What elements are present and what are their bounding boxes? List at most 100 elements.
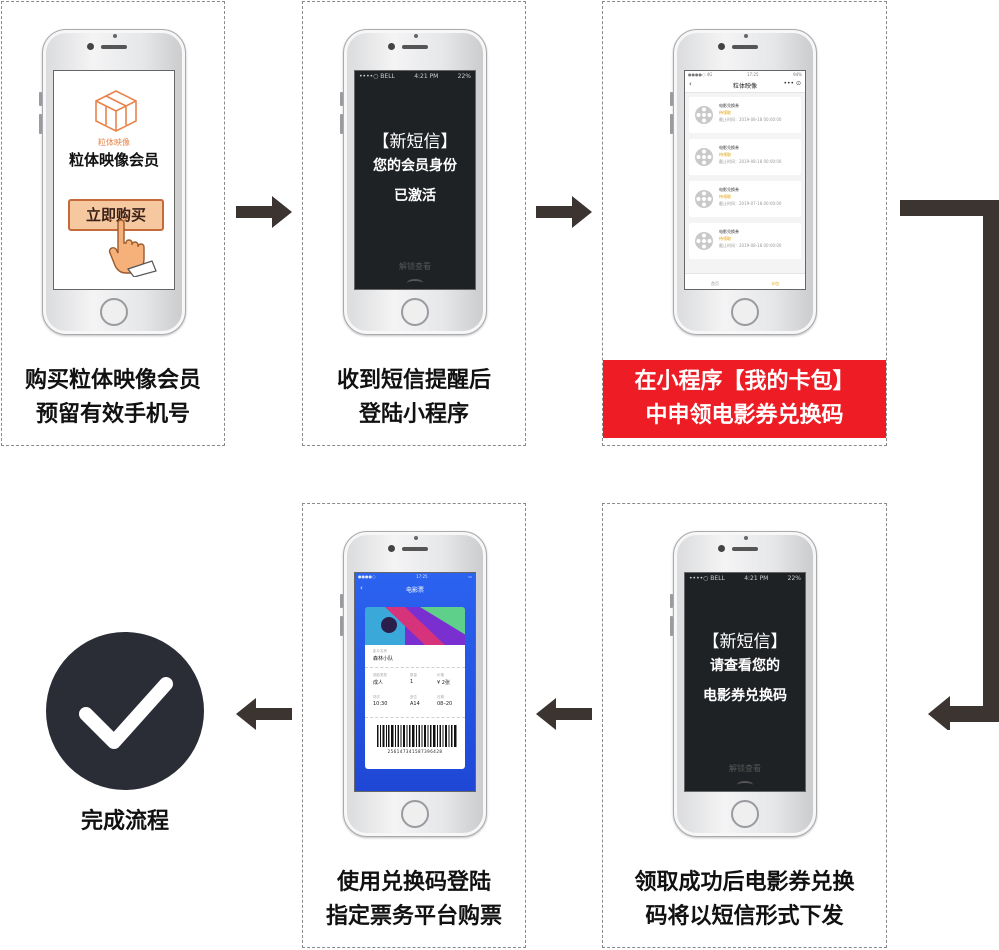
date-value: 08–20 <box>437 701 453 707</box>
brand-name-small: 粒体映像 <box>98 138 130 147</box>
ticket-status: 待领取 <box>719 110 731 115</box>
count-value: 1 <box>410 679 414 685</box>
ticket-status: 待领取 <box>719 152 731 157</box>
arrow-right-icon <box>536 196 592 228</box>
arrow-left-icon <box>536 698 592 730</box>
carrier-label: ••••○ BELL <box>359 73 395 80</box>
list-item[interactable]: 电影兑换券 待领取 截止时间：2019-08-18 00:00:00 <box>689 223 801 259</box>
barcode-image <box>377 725 457 747</box>
phone-mockup: ••••○ BELL 4:21 PM 22% 【新短信】 请查看您的 电影券兑换… <box>670 531 817 837</box>
count-label: 数量 <box>410 673 417 677</box>
caption-line: 收到短信提醒后 <box>336 368 491 393</box>
connector-arrow-icon <box>900 200 999 730</box>
film-reel-icon <box>695 106 713 124</box>
ticket-expiry: 截止时间：2019-08-18 00:00:00 <box>719 243 782 248</box>
price-value: ¥ 2张 <box>437 680 450 686</box>
tab-wallet[interactable]: 卡包 <box>771 281 779 286</box>
phone-screen: ●●●●○17:25▭ ‹ 电影票 影片名称 森林小队 观影类型 成人 数量 1 <box>354 572 476 792</box>
film-reel-icon <box>695 232 713 250</box>
time-label: 17:25 <box>746 72 759 77</box>
tab-home[interactable]: 首页 <box>711 281 719 286</box>
ticket-list: 电影兑换券 待领取 截止时间：2019-08-18 00:00:00 电影兑换券… <box>685 93 805 273</box>
list-item[interactable]: 电影兑换券 待领取 截止时间：2019-07-18 00:00:00 <box>689 181 801 217</box>
buy-now-button[interactable]: 立即购买 <box>68 199 164 231</box>
ticket-name: 电影兑换券 <box>719 103 739 108</box>
sms-title: 【新短信】 <box>372 132 458 152</box>
ticket-name: 电影兑换券 <box>719 187 739 192</box>
barcode-number: 256147341587396428 <box>387 749 443 754</box>
unlock-hint: 解锁查看 <box>399 262 431 271</box>
carrier-label: ••••○ BELL <box>689 575 725 582</box>
caption-line: 在小程序【我的卡包】 <box>634 369 855 394</box>
unlock-hint: 解锁查看 <box>729 764 761 773</box>
more-menu-icon[interactable]: ••• ⊙ <box>783 80 801 87</box>
battery-label: 22% <box>787 575 801 582</box>
ticket-name: 电影兑换券 <box>719 229 739 234</box>
caption-line: 中申领电影券兑换码 <box>645 403 844 428</box>
step-5-card: ●●●●○17:25▭ ‹ 电影票 影片名称 森林小队 观影类型 成人 数量 1 <box>302 503 526 948</box>
arrow-left-icon <box>236 698 292 730</box>
brand-logo-icon <box>95 90 137 132</box>
step-4-caption: 领取成功后电影券兑换 码将以短信形式下发 <box>603 866 886 934</box>
list-item[interactable]: 电影兑换券 待领取 截止时间：2019-08-18 00:00:00 <box>689 97 801 133</box>
app-header: ●●●●○17:25▭ ‹ 电影票 <box>355 573 475 599</box>
ticket-status: 待领取 <box>719 194 731 199</box>
step-1-card: 粒体映像 粒体映像会员 立即购买 购买粒体映像会员 预留有效手机号 <box>1 1 225 446</box>
step-1-caption: 购买粒体映像会员 预留有效手机号 <box>2 364 224 432</box>
app-title: 电影票 <box>405 587 424 594</box>
ticket-name: 电影兑换券 <box>719 145 739 150</box>
phone-mockup: ••••○ BELL 4:21 PM 22% 【新短信】 您的会员身份 已激活 … <box>340 29 487 335</box>
ticket-expiry: 截止时间：2019-07-18 00:00:00 <box>719 201 782 206</box>
film-reel-icon <box>695 190 713 208</box>
step-4-card: ••••○ BELL 4:21 PM 22% 【新短信】 请查看您的 电影券兑换… <box>602 503 887 948</box>
movie-poster-image <box>365 607 465 645</box>
ticket-status: 待领取 <box>719 236 731 241</box>
type-label: 观影类型 <box>373 673 387 677</box>
seat-value: A14 <box>410 701 420 707</box>
step-3-card: ●●●●○ 4G 17:25 94% ‹ 粒体映像 ••• ⊙ 电影兑换券 待领… <box>602 1 887 446</box>
step-3-caption: 在小程序【我的卡包】 中申领电影券兑换码 <box>603 360 886 438</box>
caption-line: 登陆小程序 <box>358 402 469 427</box>
price-label: 价格 <box>437 673 444 677</box>
back-icon[interactable]: ‹ <box>360 584 363 592</box>
movie-name: 森林小队 <box>373 656 394 662</box>
pointing-hand-icon <box>107 217 157 277</box>
sms-message-line: 已激活 <box>394 188 436 204</box>
unlock-arc-icon <box>737 781 753 789</box>
status-bar: ••••○ BELL 4:21 PM 22% <box>689 575 801 585</box>
movie-label: 影片名称 <box>373 649 387 653</box>
app-title: 粒体映像 <box>732 83 757 90</box>
seat-label: 座位 <box>410 695 417 699</box>
ticket-expiry: 截止时间：2019-08-18 00:00:00 <box>719 117 782 122</box>
caption-line: 使用兑换码登陆 <box>336 870 491 895</box>
ticket-expiry: 截止时间：2019-08-18 00:00:00 <box>719 159 782 164</box>
date-label: 日期 <box>437 695 444 699</box>
caption-line: 领取成功后电影券兑换 <box>634 870 855 895</box>
phone-mockup: ●●●●○17:25▭ ‹ 电影票 影片名称 森林小队 观影类型 成人 数量 1 <box>340 531 487 837</box>
tab-bar: 首页 卡包 <box>685 273 805 289</box>
back-icon[interactable]: ‹ <box>689 80 692 88</box>
battery-label: 94% <box>793 72 802 77</box>
check-circle-icon <box>46 632 204 790</box>
status-bar: ●●●●○ 4G 17:25 94% <box>688 72 802 77</box>
movie-ticket: 影片名称 森林小队 观影类型 成人 数量 1 价格 ¥ 2张 场次 10:30 … <box>365 607 465 769</box>
caption-line: 预留有效手机号 <box>35 402 190 427</box>
app-header: ●●●●○ 4G 17:25 94% ‹ 粒体映像 ••• ⊙ <box>685 71 805 93</box>
film-reel-icon <box>695 148 713 166</box>
phone-mockup: 粒体映像 粒体映像会员 立即购买 <box>39 29 186 335</box>
phone-mockup: ●●●●○ 4G 17:25 94% ‹ 粒体映像 ••• ⊙ 电影兑换券 待领… <box>670 29 817 335</box>
time-label: 场次 <box>373 695 380 699</box>
caption-line: 指定票务平台购票 <box>325 904 502 929</box>
phone-screen: ••••○ BELL 4:21 PM 22% 【新短信】 请查看您的 电影券兑换… <box>684 572 806 792</box>
sms-message-line: 电影券兑换码 <box>703 688 787 704</box>
sms-message-line: 您的会员身份 <box>373 158 457 174</box>
brand-name-title: 粒体映像会员 <box>68 151 159 169</box>
sms-title: 【新短信】 <box>702 632 788 652</box>
list-item[interactable]: 电影兑换券 待领取 截止时间：2019-08-18 00:00:00 <box>689 139 801 175</box>
final-label: 完成流程 <box>80 809 169 834</box>
phone-screen: 粒体映像 粒体映像会员 立即购买 <box>53 70 175 290</box>
arrow-right-icon <box>236 196 292 228</box>
step-5-caption: 使用兑换码登陆 指定票务平台购票 <box>303 866 525 934</box>
phone-screen: ●●●●○ 4G 17:25 94% ‹ 粒体映像 ••• ⊙ 电影兑换券 待领… <box>684 70 806 290</box>
caption-line: 购买粒体映像会员 <box>24 368 201 393</box>
